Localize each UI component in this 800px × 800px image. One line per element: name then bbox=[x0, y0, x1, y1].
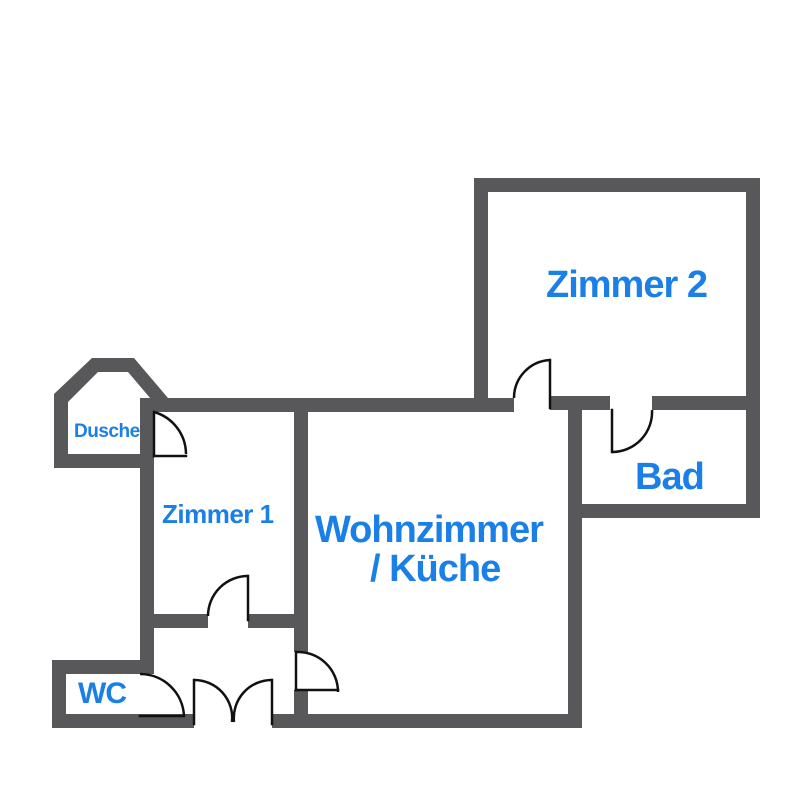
walls bbox=[52, 178, 760, 728]
wall-wohnzimmer-right bbox=[568, 510, 582, 728]
label-zimmer2: Zimmer 2 bbox=[546, 264, 707, 306]
label-wohnzimmer-line2: / Küche bbox=[370, 548, 500, 590]
wall-zimmer2-right bbox=[746, 178, 760, 518]
label-bad: Bad bbox=[635, 456, 704, 498]
room-labels: Zimmer 2 Bad Dusche Zimmer 1 Wohnzimmer … bbox=[74, 264, 708, 710]
wall-main-top-right bbox=[652, 396, 760, 410]
wall-zimmer1-bottom-right bbox=[248, 614, 308, 628]
wall-wohnzimmer-left bbox=[294, 398, 308, 652]
label-wohnzimmer-line1: Wohnzimmer bbox=[315, 509, 544, 551]
wall-dusche bbox=[54, 358, 168, 468]
wall-bottom-left bbox=[52, 714, 194, 728]
door-dusche bbox=[152, 410, 188, 458]
door-bad bbox=[610, 408, 654, 454]
door-entrance bbox=[192, 678, 274, 726]
wall-bad-bottom bbox=[568, 504, 760, 518]
door-zimmer2 bbox=[512, 358, 552, 410]
door-wohnzimmer bbox=[294, 650, 340, 693]
wall-bottom-right bbox=[272, 714, 582, 728]
wall-zimmer1-bottom-left bbox=[140, 614, 208, 628]
label-wc: WC bbox=[78, 677, 126, 710]
door-wc bbox=[138, 672, 186, 718]
door-zimmer1 bbox=[206, 574, 250, 622]
wall-zimmer2-top bbox=[474, 178, 760, 192]
label-dusche: Dusche bbox=[74, 421, 140, 442]
doors bbox=[138, 358, 654, 726]
wall-zimmer2-left bbox=[474, 178, 488, 410]
wall-wc-left bbox=[52, 660, 66, 728]
wall-wc-top bbox=[52, 660, 154, 674]
wall-bad-left bbox=[568, 396, 582, 518]
wall-main-top-left bbox=[148, 398, 514, 412]
label-zimmer1: Zimmer 1 bbox=[162, 499, 274, 529]
